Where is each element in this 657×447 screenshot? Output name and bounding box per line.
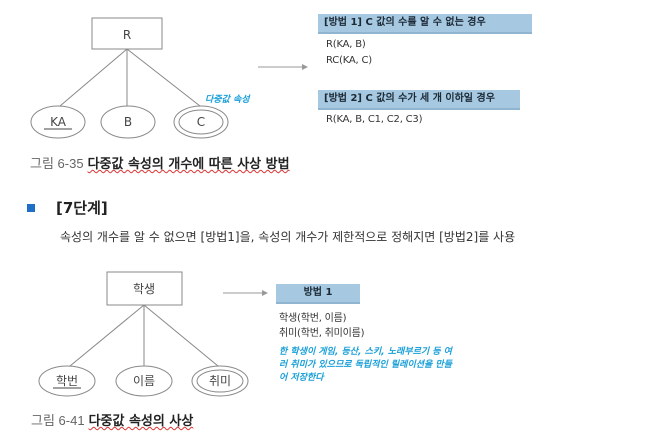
attr-hobby-outer bbox=[191, 365, 249, 397]
step-title: [7단계] bbox=[56, 199, 108, 217]
figure-caption-2-text: 다중값 속성의 사상 bbox=[88, 414, 194, 429]
multivalue-annotation: 다중값 속성 bbox=[205, 95, 250, 105]
attr-c-label: C bbox=[197, 115, 205, 129]
explanation-note: 한 학생이 게임, 등산, 스키, 노래부르기 등 여러 취미가 있으므로 독립… bbox=[279, 347, 452, 383]
attr-hobby-inner bbox=[196, 369, 244, 393]
entity-r-label: R bbox=[123, 28, 131, 42]
method1-badge: [방법 1] C 값의 수를 알 수 없는 경우 bbox=[318, 14, 532, 34]
edge-student-hakbun bbox=[69, 304, 145, 367]
figure-caption-2-number: 그림 6-41 bbox=[31, 413, 85, 428]
hobby-relation-text: 취미(학번, 취미이름) bbox=[279, 328, 365, 339]
attr-hakbun-label: 학번 bbox=[56, 374, 78, 388]
method1-relation-1-text: R(KA, B) bbox=[326, 39, 366, 50]
step-body: 속성의 개수를 알 수 없으면 [방법1]을, 속성의 개수가 제한적으로 정해… bbox=[60, 230, 516, 244]
bullet-square-icon bbox=[27, 204, 35, 212]
method2-badge: [방법 2] C 값의 수가 세 개 이하일 경우 bbox=[318, 90, 520, 110]
student-relation: 학생(학번, 이름) bbox=[279, 309, 347, 324]
attr-b bbox=[100, 105, 156, 139]
method-badge: 방법 1 bbox=[276, 284, 360, 304]
method1-relation-2-text: RC(KA, C) bbox=[326, 55, 372, 66]
edge-r-c bbox=[126, 48, 201, 107]
entity-r bbox=[91, 17, 163, 50]
method2-relation-1: R(KA, B, C1, C2, C3) bbox=[326, 114, 423, 125]
edge-student-hobby bbox=[143, 304, 219, 367]
attr-hobby-label: 취미 bbox=[209, 374, 231, 388]
method1-relation-2: RC(KA, C) bbox=[326, 55, 372, 66]
hobby-relation: 취미(학번, 취미이름) bbox=[279, 324, 365, 339]
attr-name bbox=[115, 365, 173, 397]
arrow-2-head bbox=[262, 290, 268, 296]
entity-student bbox=[106, 271, 183, 306]
attr-c-outer bbox=[173, 105, 229, 139]
method1-relation-1: R(KA, B) bbox=[326, 39, 366, 50]
student-relation-text: 학생(학번, 이름) bbox=[279, 313, 347, 324]
attr-name-label: 이름 bbox=[133, 374, 155, 388]
figure-caption-1-number: 그림 6-35 bbox=[30, 156, 84, 171]
arrow-1-head bbox=[302, 64, 308, 70]
attr-c-inner bbox=[178, 109, 224, 135]
method2-relation-1-text: R(KA, B, C1, C2, C3) bbox=[326, 114, 423, 125]
attr-ka bbox=[30, 105, 86, 139]
edge-r-ka bbox=[59, 48, 128, 107]
attr-ka-label: KA bbox=[50, 115, 67, 129]
figure-caption-1-text: 다중값 속성의 개수에 따른 사상 방법 bbox=[87, 157, 290, 172]
entity-student-label: 학생 bbox=[133, 282, 155, 296]
attr-b-label: B bbox=[124, 115, 132, 129]
